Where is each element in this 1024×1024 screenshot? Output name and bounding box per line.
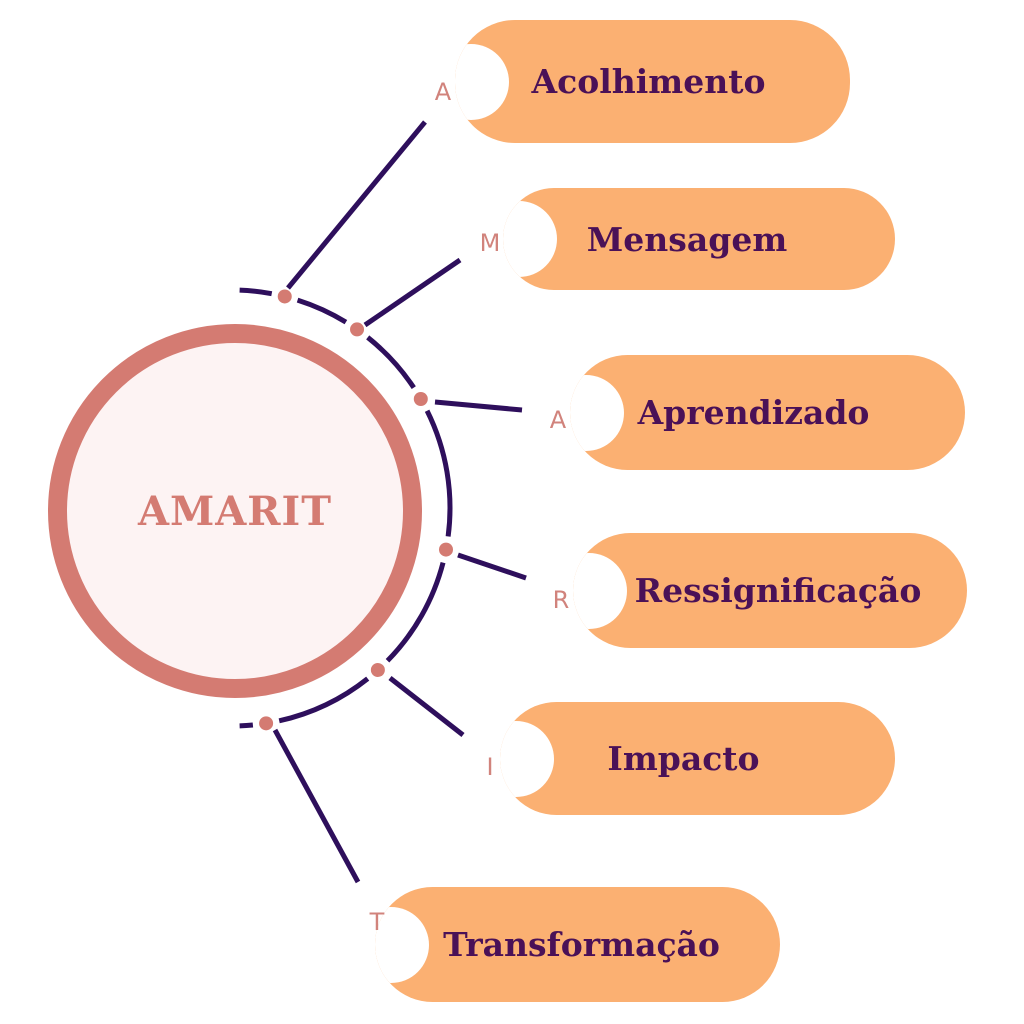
center-circle: AMARIT (48, 324, 422, 698)
item-mensagem: Mensagem (503, 188, 895, 290)
connector-line (272, 728, 361, 884)
item-ressignificacao: Ressignificação (573, 533, 967, 648)
connector-dot (370, 663, 385, 678)
arc-segment (278, 676, 370, 724)
item-letter: A (434, 78, 452, 106)
item-letter: M (479, 229, 501, 257)
item-letter: T (369, 908, 385, 936)
arc-segment (366, 335, 416, 390)
item-label: Impacto (607, 739, 760, 778)
arc-segment (239, 287, 273, 297)
arc-segment (239, 722, 254, 729)
arc-segment (296, 297, 348, 325)
item-label: Acolhimento (531, 62, 766, 101)
connector-line (434, 399, 523, 413)
connector-line (457, 552, 527, 581)
connector-dot (438, 542, 453, 557)
arc-segment (424, 409, 453, 537)
arc-segment (385, 561, 446, 663)
item-label: Mensagem (586, 219, 788, 259)
item-transformacao: Transformação (375, 887, 780, 1002)
center-title: AMARIT (137, 487, 333, 535)
connector-dot (277, 289, 292, 304)
item-letter: R (552, 586, 570, 614)
connector-line (363, 257, 462, 328)
item-label: Ressignificação (634, 571, 922, 610)
connector-dot (413, 392, 428, 406)
item-letter: I (486, 753, 494, 781)
item-aprendizado: Aprendizado (570, 355, 965, 470)
connector-line (286, 120, 427, 290)
item-letter: A (549, 406, 567, 434)
connector-line (388, 676, 465, 737)
connector-dot (259, 716, 274, 731)
item-acolhimento: Acolhimento (455, 20, 850, 143)
item-label: Aprendizado (637, 393, 870, 432)
item-impacto: Impacto (500, 702, 895, 815)
item-label: Transformação (443, 925, 720, 964)
connector-dot (350, 322, 365, 337)
